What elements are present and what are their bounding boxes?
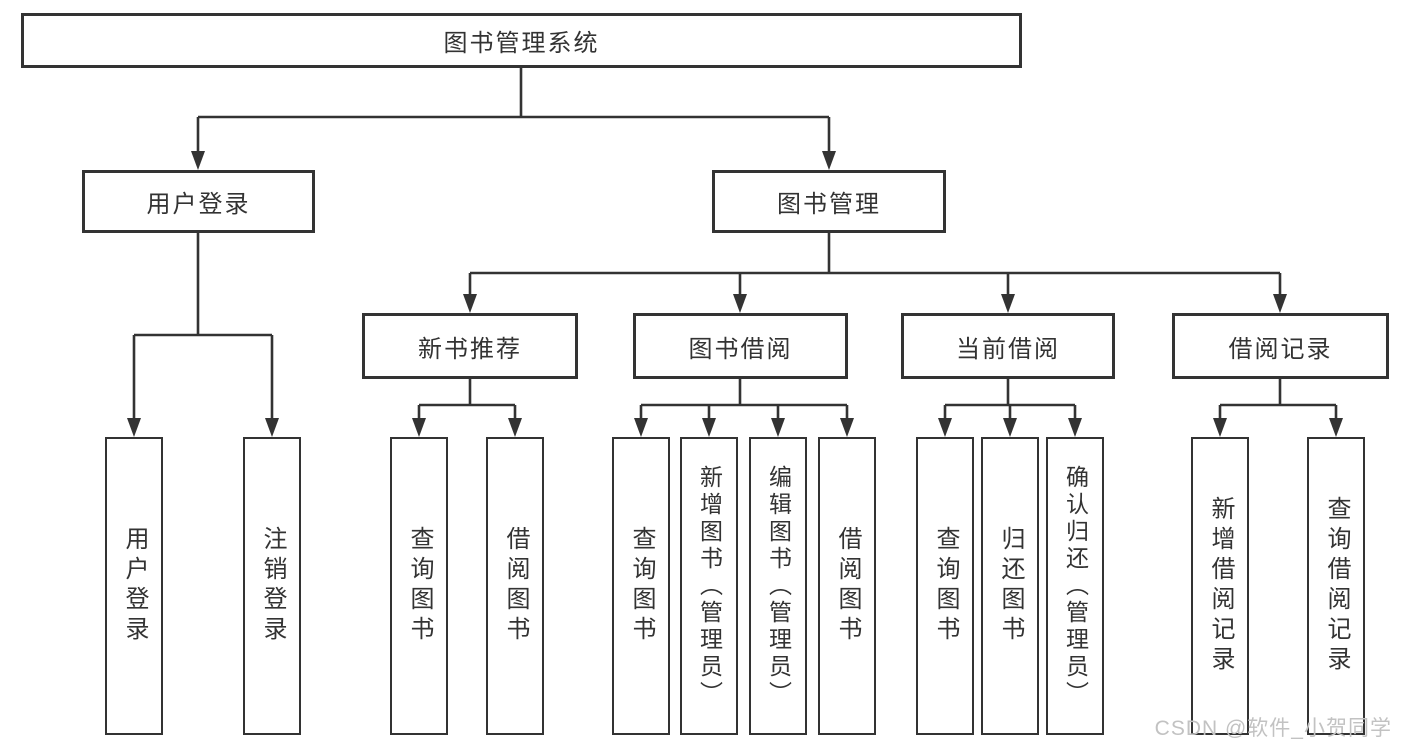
leaf-newbook-borrow-books: 借阅图书 <box>486 437 544 735</box>
leaf-confirm-return-admin: 确认归还（管理员） <box>1046 437 1104 735</box>
node-label: 查询图书 <box>406 526 433 646</box>
node-label: 图书管理系统 <box>443 30 600 57</box>
watermark: CSDN @软件_小贺同学 <box>1154 717 1392 740</box>
node-new-book-recommendation: 新书推荐 <box>362 313 578 379</box>
node-label: 编辑图书（管理员） <box>765 464 792 708</box>
leaf-add-borrow-record: 新增借阅记录 <box>1191 437 1249 735</box>
node-label: 借阅图书 <box>834 526 861 646</box>
leaf-logout: 注销登录 <box>243 437 301 735</box>
node-user-login: 用户登录 <box>82 170 315 233</box>
node-label: 新增图书（管理员） <box>696 464 723 708</box>
node-label: 借阅记录 <box>1228 335 1333 363</box>
node-current-borrowing: 当前借阅 <box>901 313 1115 379</box>
node-book-management: 图书管理 <box>712 170 946 233</box>
node-label: 确认归还（管理员） <box>1062 464 1089 708</box>
node-label: 新增借阅记录 <box>1207 496 1234 676</box>
leaf-newbook-query-books: 查询图书 <box>390 437 448 735</box>
leaf-query-borrow-record: 查询借阅记录 <box>1307 437 1365 735</box>
node-label: 借阅图书 <box>502 526 529 646</box>
node-label: 用户登录 <box>121 526 148 646</box>
leaf-current-query-books: 查询图书 <box>916 437 974 735</box>
node-label: 图书借阅 <box>688 335 793 363</box>
node-label: 图书管理 <box>777 191 881 218</box>
leaf-add-books-admin: 新增图书（管理员） <box>680 437 738 735</box>
node-label: 新书推荐 <box>418 335 522 363</box>
node-library-management-system: 图书管理系统 <box>21 13 1022 68</box>
node-label: 查询借阅记录 <box>1323 496 1350 676</box>
node-book-borrowing: 图书借阅 <box>633 313 848 379</box>
node-borrowing-records: 借阅记录 <box>1172 313 1389 379</box>
node-label: 注销登录 <box>259 526 286 646</box>
leaf-borrow-borrow-books: 借阅图书 <box>818 437 876 735</box>
leaf-edit-books-admin: 编辑图书（管理员） <box>749 437 807 735</box>
node-label: 当前借阅 <box>956 335 1060 363</box>
leaf-user-login: 用户登录 <box>105 437 163 735</box>
leaf-borrow-query-books: 查询图书 <box>612 437 670 735</box>
node-label: 用户登录 <box>146 191 251 218</box>
node-label: 查询图书 <box>932 526 959 646</box>
node-label: 查询图书 <box>628 526 655 646</box>
leaf-return-books: 归还图书 <box>981 437 1039 735</box>
node-label: 归还图书 <box>997 526 1024 646</box>
